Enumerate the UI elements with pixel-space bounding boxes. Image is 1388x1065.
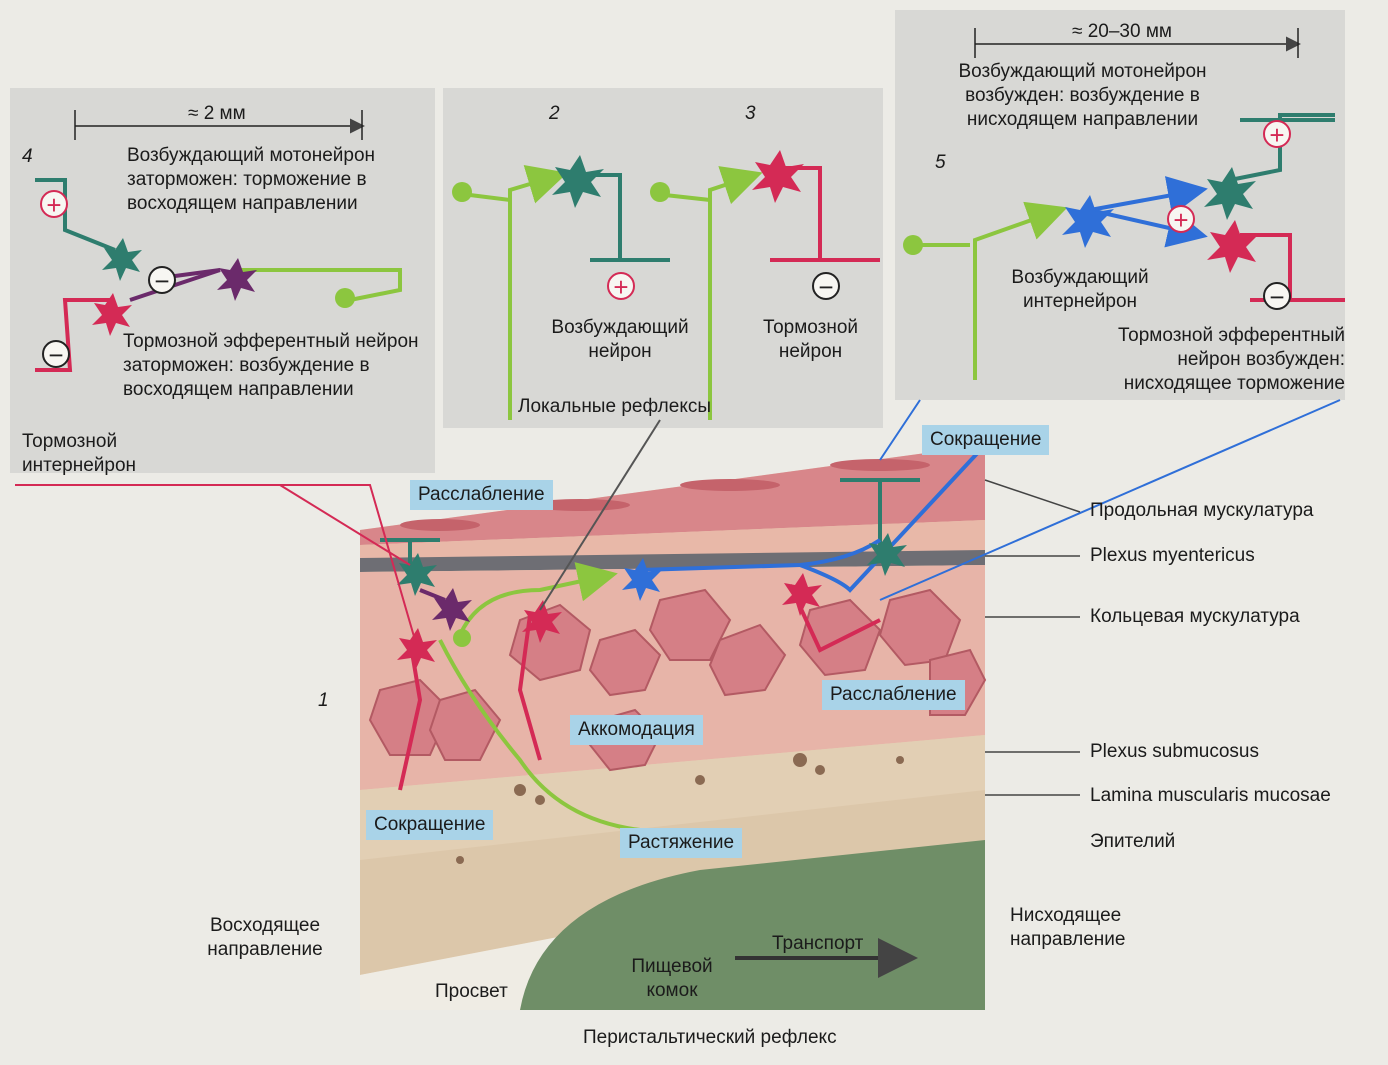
- local-reflexes-label: Локальные рефлексы: [518, 395, 711, 419]
- panel-2-number: 2: [549, 103, 560, 125]
- relaxation-tag-top: Расслабление: [410, 480, 553, 510]
- layer-label-epithelium: Эпителий: [1090, 830, 1175, 854]
- contraction-tag-top: Сокращение: [922, 425, 1049, 455]
- panel-5-interneuron-label: Возбуждающий интернейрон: [990, 266, 1170, 314]
- layer-label-mucosae: Lamina muscularis mucosae: [1090, 784, 1331, 808]
- p5-afferent-body: [903, 235, 923, 255]
- layer-leader-lines: [985, 480, 1080, 795]
- panel-5-scale: ≈ 20–30 мм: [1072, 20, 1172, 44]
- minus-sign-icon: −: [812, 272, 840, 300]
- plus-sign-icon: +: [1167, 205, 1195, 233]
- minus-sign-icon: −: [1263, 282, 1291, 310]
- main-number: 1: [318, 690, 329, 712]
- layer-label-circular: Кольцевая мускулатура: [1090, 605, 1300, 629]
- contraction-tag-bottom: Сокращение: [366, 810, 493, 840]
- descending-direction-label: Нисходящее направление: [1010, 904, 1160, 952]
- lumen-label: Просвет: [435, 980, 508, 1004]
- panel-3-number: 3: [745, 103, 756, 125]
- panel-5-inhib-label: Тормозной эфферентный нейрон возбужден: …: [1075, 324, 1345, 396]
- panel-2-label: Возбуждающий нейрон: [530, 316, 710, 364]
- panel-5-number: 5: [935, 152, 946, 174]
- caption: Перистальтический рефлекс: [583, 1026, 837, 1050]
- p2-afferent-body: [452, 182, 472, 202]
- accommodation-tag: Аккомодация: [570, 715, 703, 745]
- layer-label-myentericus: Plexus myentericus: [1090, 544, 1255, 568]
- plus-sign-icon: +: [40, 190, 68, 218]
- p3-afferent-body: [650, 182, 670, 202]
- panel-3-label: Тормозной нейрон: [748, 316, 873, 364]
- panel-4-inhib-label: Тормозной эфферентный нейрон заторможен:…: [123, 330, 428, 402]
- transport-label: Транспорт: [772, 932, 863, 956]
- plus-sign-icon: +: [607, 272, 635, 300]
- relaxation-tag-right: Расслабление: [822, 680, 965, 710]
- bolus-label: Пищевой комок: [622, 955, 722, 1003]
- panel-5-title: Возбуждающий мотонейрон возбужден: возбу…: [930, 60, 1235, 132]
- panel-4-number: 4: [22, 146, 33, 168]
- layer-label-longitudinal: Продольная мускулатура: [1090, 499, 1313, 523]
- minus-sign-icon: −: [42, 340, 70, 368]
- panel-4-title: Возбуждающий мотонейрон заторможен: торм…: [127, 144, 427, 216]
- minus-sign-icon: −: [148, 266, 176, 294]
- p4-afferent-body: [335, 288, 355, 308]
- stretch-tag: Растяжение: [620, 828, 742, 858]
- plus-sign-icon: +: [1263, 120, 1291, 148]
- layer-label-submucosus: Plexus submucosus: [1090, 740, 1259, 764]
- panel-4-scale: ≈ 2 мм: [188, 102, 246, 126]
- inhib-interneuron-label: Тормозной интернейрон: [22, 430, 172, 478]
- ascending-direction-label: Восходящее направление: [195, 914, 335, 962]
